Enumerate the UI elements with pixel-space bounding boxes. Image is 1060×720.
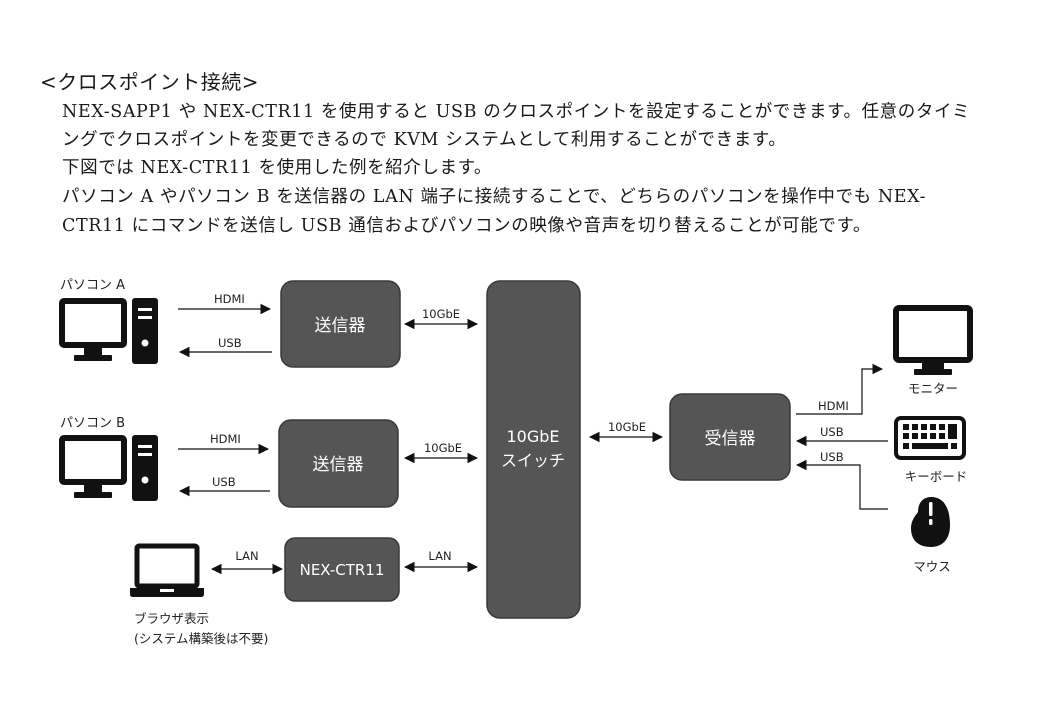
- keyboard-usb-label: USB: [820, 425, 844, 439]
- sender-b-box: 送信器: [278, 419, 399, 508]
- mouse-usb-label: USB: [820, 450, 844, 464]
- paragraph-line-2: ングでクロスポイントを変更できるので KVM システムとして利用することができま…: [62, 130, 787, 150]
- nex-ctr11-box: NEX-CTR11: [284, 537, 400, 602]
- sender-b-switch-label: 10GbE: [424, 441, 462, 455]
- pc-a-usb-label: USB: [218, 336, 242, 350]
- desktop-pc-icon: [59, 298, 158, 364]
- paragraph-line-1: NEX-SAPP1 や NEX-CTR11 を使用すると USB のクロスポイン…: [62, 102, 971, 122]
- mouse-label: マウス: [913, 559, 951, 574]
- monitor-icon: [893, 305, 973, 375]
- pc-a-hdmi-label: HDMI: [214, 292, 245, 306]
- mouse-icon: [911, 497, 950, 547]
- pc-b-label: パソコン B: [60, 416, 125, 431]
- sender-a-switch-label: 10GbE: [422, 307, 460, 321]
- sender-a-box: 送信器: [280, 280, 401, 368]
- ctr-switch-lan-label: LAN: [428, 549, 451, 563]
- nex-ctr11-label: NEX-CTR11: [300, 561, 385, 579]
- switch-label-line2: スイッチ: [501, 451, 565, 470]
- paragraph-line-5: CTR11 にコマンドを送信し USB 通信およびパソコンの映像や音声を切り替え…: [62, 216, 871, 236]
- receiver-label: 受信器: [705, 429, 756, 449]
- laptop-ctr-lan-label: LAN: [235, 549, 258, 563]
- laptop-icon: [130, 543, 204, 597]
- receiver-monitor-hdmi-label: HDMI: [818, 399, 849, 413]
- switch-box: 10GbE スイッチ: [486, 280, 581, 619]
- pc-a-label: パソコン A: [60, 278, 125, 293]
- receiver-box: 受信器: [669, 393, 791, 481]
- sender-b-label: 送信器: [313, 455, 364, 475]
- switch-receiver-label: 10GbE: [608, 420, 646, 434]
- laptop-note: (システム構築後は不要): [134, 631, 268, 646]
- sender-a-label: 送信器: [315, 316, 366, 336]
- switch-label-line1: 10GbE: [506, 427, 559, 446]
- pc-b-usb-label: USB: [212, 475, 236, 489]
- keyboard-icon: [894, 416, 966, 460]
- desktop-pc-icon: [59, 435, 158, 501]
- laptop-label: ブラウザ表示: [134, 611, 209, 626]
- paragraph-line-4: パソコン A やパソコン B を送信器の LAN 端子に接続することで、どちらの…: [62, 187, 927, 207]
- section-heading: <クロスポイント接続>: [40, 70, 260, 94]
- pc-b-hdmi-label: HDMI: [210, 432, 241, 446]
- paragraph-line-3: 下図では NEX-CTR11 を使用した例を紹介します。: [62, 158, 493, 178]
- monitor-label: モニター: [908, 381, 958, 396]
- keyboard-label: キーボード: [905, 469, 968, 484]
